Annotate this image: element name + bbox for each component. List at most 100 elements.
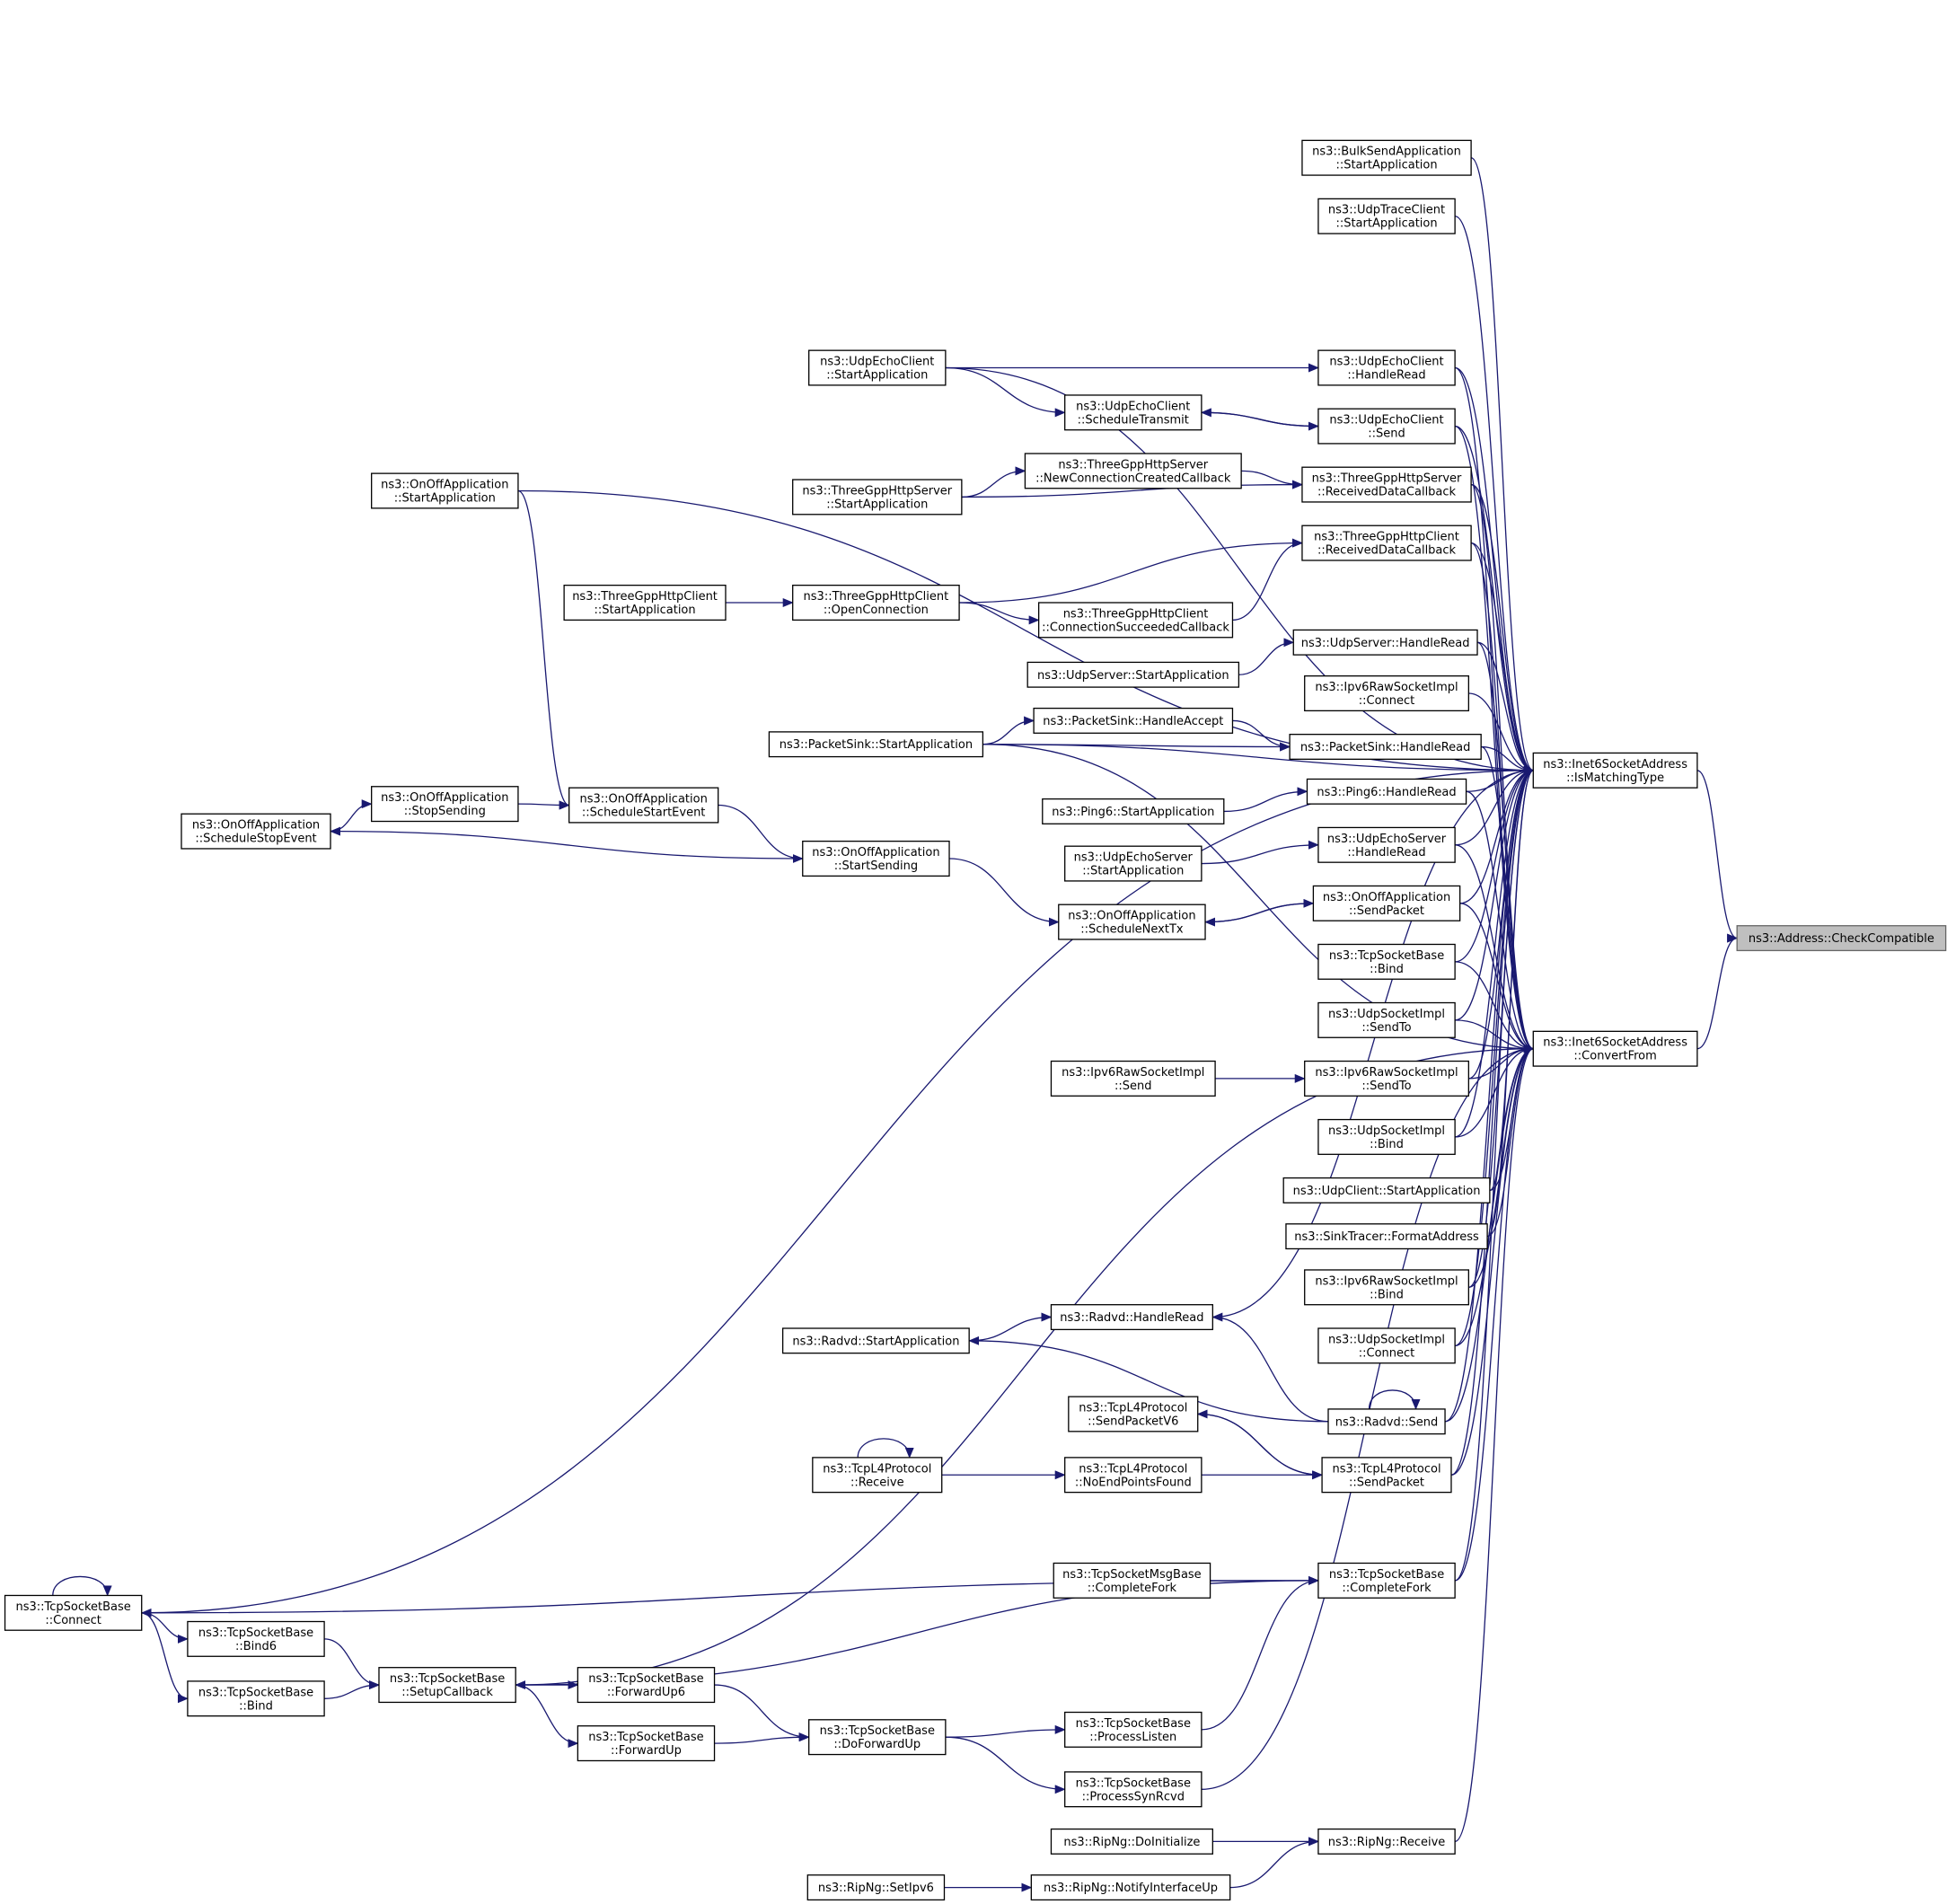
node-tsbb6[interactable]: ns3::TcpSocketBase::Bind6	[187, 1620, 325, 1657]
edge-line	[1455, 961, 1535, 1053]
edge-tsbsc-to-tsbfu	[515, 1684, 579, 1749]
node-label: ns3::UdpEchoClient	[1329, 414, 1443, 428]
node-usc[interactable]: ns3::UdpSocketImpl::Connect	[1317, 1327, 1456, 1364]
node-oostop[interactable]: ns3::OnOffApplication::ScheduleStopEvent	[181, 813, 331, 850]
node-rngr[interactable]: ns3::RipNg::Receive	[1317, 1828, 1456, 1855]
node-label: ::ScheduleStopEvent	[195, 833, 316, 846]
edge-rngr-to-cf	[1454, 1044, 1535, 1843]
node-ooss[interactable]: ns3::OnOffApplication::StopSending	[371, 786, 519, 823]
node-usb[interactable]: ns3::UdpSocketImpl::Bind	[1317, 1118, 1456, 1155]
node-label: ns3::ThreeGppHttpClient	[572, 590, 718, 604]
node-stfa[interactable]: ns3::SinkTracer::FormatAddress	[1285, 1223, 1488, 1250]
node-p6sa[interactable]: ns3::Ping6::StartApplication	[1042, 798, 1225, 824]
node-bulk[interactable]: ns3::BulkSendApplication::StartApplicati…	[1301, 139, 1472, 176]
node-rnniu[interactable]: ns3::RipNg::NotifyInterfaceUp	[1030, 1874, 1231, 1901]
node-utc[interactable]: ns3::UdpTraceClient::StartApplication	[1317, 198, 1456, 234]
node-iprst[interactable]: ns3::Ipv6RawSocketImpl::SendTo	[1304, 1060, 1469, 1097]
node-rsa[interactable]: ns3::Radvd::StartApplication	[781, 1327, 970, 1354]
node-iprs[interactable]: ns3::Ipv6RawSocketImpl::Send	[1050, 1060, 1216, 1097]
node-tl4sp[interactable]: ns3::TcpL4Protocol::SendPacket	[1321, 1457, 1452, 1494]
edge-line	[324, 1638, 380, 1690]
node-ussa[interactable]: ns3::UdpServer::StartApplication	[1026, 661, 1240, 688]
node-tsbc[interactable]: ns3::TcpSocketBase::Connect	[4, 1594, 143, 1631]
node-oosnt[interactable]: ns3::OnOffApplication::ScheduleNextTx	[1058, 904, 1206, 940]
node-box	[812, 1457, 943, 1494]
node-uecsa[interactable]: ns3::UdpEchoClient::StartApplication	[808, 349, 947, 386]
node-box	[1304, 1269, 1469, 1306]
node-tl4spv6[interactable]: ns3::TcpL4Protocol::SendPacketV6	[1068, 1396, 1199, 1432]
node-cc[interactable]: ns3::Address::CheckCompatible	[1736, 925, 1947, 952]
node-tsbcf[interactable]: ns3::TcpSocketBase::CompleteFork	[1317, 1562, 1456, 1599]
node-pshr[interactable]: ns3::PacketSink::HandleRead	[1289, 734, 1482, 760]
node-rndi[interactable]: ns3::RipNg::DoInitialize	[1050, 1828, 1213, 1855]
node-rs[interactable]: ns3::Radvd::Send	[1327, 1408, 1446, 1435]
node-label: ns3::Inet6SocketAddress	[1543, 758, 1687, 771]
node-uecst[interactable]: ns3::UdpEchoClient::ScheduleTransmit	[1064, 394, 1203, 431]
node-ooasa[interactable]: ns3::OnOffApplication::StartApplication	[371, 472, 519, 509]
node-uessa[interactable]: ns3::UdpEchoServer::StartApplication	[1064, 845, 1203, 882]
node-label: ns3::UdpTraceClient	[1328, 204, 1445, 217]
node-uechr[interactable]: ns3::UdpEchoClient::HandleRead	[1317, 349, 1456, 386]
node-tgsrd[interactable]: ns3::ThreeGppHttpServer::ReceivedDataCal…	[1301, 466, 1472, 503]
edge-tsbb-to-cf	[1455, 961, 1535, 1053]
node-label: ::CompleteFork	[1342, 1582, 1432, 1595]
node-label: ::StopSending	[404, 805, 486, 818]
node-tgsnc[interactable]: ns3::ThreeGppHttpServer::NewConnectionCr…	[1024, 453, 1242, 489]
node-label: ::StartSending	[834, 859, 918, 873]
node-usst[interactable]: ns3::UdpSocketImpl::SendTo	[1317, 1001, 1456, 1038]
node-tsbfu6[interactable]: ns3::TcpSocketBase::ForwardUp6	[577, 1667, 716, 1704]
node-iprb[interactable]: ns3::Ipv6RawSocketImpl::Bind	[1304, 1269, 1469, 1306]
node-oosse[interactable]: ns3::OnOffApplication::ScheduleStartEven…	[568, 787, 719, 824]
node-iprc[interactable]: ns3::Ipv6RawSocketImpl::Connect	[1304, 674, 1469, 712]
edge-cf-to-cc	[1696, 933, 1739, 1050]
node-imt[interactable]: ns3::Inet6SocketAddress::IsMatchingType	[1532, 752, 1698, 789]
node-rnsi[interactable]: ns3::RipNg::SetIpv6	[806, 1874, 946, 1901]
node-tsbpl[interactable]: ns3::TcpSocketBase::ProcessListen	[1064, 1711, 1203, 1748]
node-label: ::ScheduleNextTx	[1080, 923, 1184, 937]
node-label: ::ReceivedDataCallback	[1317, 486, 1457, 499]
node-tsbdfu[interactable]: ns3::TcpSocketBase::DoForwardUp	[808, 1719, 947, 1756]
edge-ussa-to-ushr	[1238, 638, 1295, 675]
node-ucsa[interactable]: ns3::UdpClient::StartApplication	[1282, 1177, 1491, 1203]
node-oostart[interactable]: ns3::OnOffApplication::StartSending	[802, 841, 950, 877]
edge-line	[517, 489, 570, 810]
node-label: ns3::TcpSocketBase	[588, 1672, 703, 1686]
node-tgcrd[interactable]: ns3::ThreeGppHttpClient::ReceivedDataCal…	[1301, 524, 1472, 561]
node-ushr[interactable]: ns3::UdpServer::HandleRead	[1292, 629, 1478, 656]
node-label: ::OpenConnection	[824, 604, 929, 617]
node-box	[1317, 826, 1456, 863]
node-uesh[interactable]: ns3::UdpEchoServer::HandleRead	[1317, 826, 1456, 863]
node-uecs[interactable]: ns3::UdpEchoClient::Send	[1317, 408, 1456, 445]
node-tsbfu[interactable]: ns3::TcpSocketBase::ForwardUp	[577, 1725, 716, 1762]
node-tsbsc[interactable]: ns3::TcpSocketBase::SetupCallback	[378, 1667, 516, 1704]
node-rhr[interactable]: ns3::Radvd::HandleRead	[1050, 1304, 1213, 1331]
node-tsbb[interactable]: ns3::TcpSocketBase::Bind	[1317, 943, 1456, 980]
edge-usst-to-imt	[1455, 765, 1535, 1021]
edge-stfa-to-imt	[1486, 766, 1535, 1238]
node-psha[interactable]: ns3::PacketSink::HandleAccept	[1033, 707, 1234, 734]
node-cf[interactable]: ns3::Inet6SocketAddress::ConvertFrom	[1532, 1030, 1698, 1067]
node-label: ns3::TcpSocketMsgBase	[1062, 1568, 1202, 1582]
edge-line	[1223, 787, 1308, 813]
edge-tsbc-to-tsbc	[52, 1575, 112, 1597]
node-tl4r[interactable]: ns3::TcpL4Protocol::Receive	[812, 1457, 943, 1494]
node-tsbpsr[interactable]: ns3::TcpSocketBase::ProcessSynRcvd	[1064, 1771, 1203, 1808]
node-label: ns3::Radvd::Send	[1335, 1415, 1438, 1429]
node-label: ::SendPacketV6	[1088, 1415, 1178, 1428]
node-label: ::Bind	[1370, 1288, 1404, 1301]
node-pssa[interactable]: ns3::PacketSink::StartApplication	[768, 731, 984, 758]
edge-tsbdfu-to-tsbpl	[945, 1724, 1066, 1738]
edge-line	[1454, 425, 1535, 1053]
node-tl4nep[interactable]: ns3::TcpL4Protocol::NoEndPointsFound	[1064, 1457, 1203, 1494]
node-tgccs[interactable]: ns3::ThreeGppHttpClient::ConnectionSucce…	[1037, 602, 1234, 639]
node-tsbb2[interactable]: ns3::TcpSocketBase::Bind	[187, 1680, 325, 1717]
node-tsmcf[interactable]: ns3::TcpSocketMsgBase::CompleteFork	[1053, 1562, 1211, 1599]
node-tgssa[interactable]: ns3::ThreeGppHttpServer::StartApplicatio…	[792, 479, 963, 516]
node-tgcsa[interactable]: ns3::ThreeGppHttpClient::StartApplicatio…	[563, 584, 727, 621]
edge-line	[1455, 765, 1535, 1021]
node-p6hr[interactable]: ns3::Ping6::HandleRead	[1306, 778, 1467, 805]
node-oosp[interactable]: ns3::OnOffApplication::SendPacket	[1312, 885, 1461, 921]
node-label: ::Bind	[239, 1699, 273, 1713]
node-label: ns3::TcpSocketBase	[1076, 1776, 1191, 1790]
node-tgcoc[interactable]: ns3::ThreeGppHttpClient::OpenConnection	[792, 584, 960, 621]
